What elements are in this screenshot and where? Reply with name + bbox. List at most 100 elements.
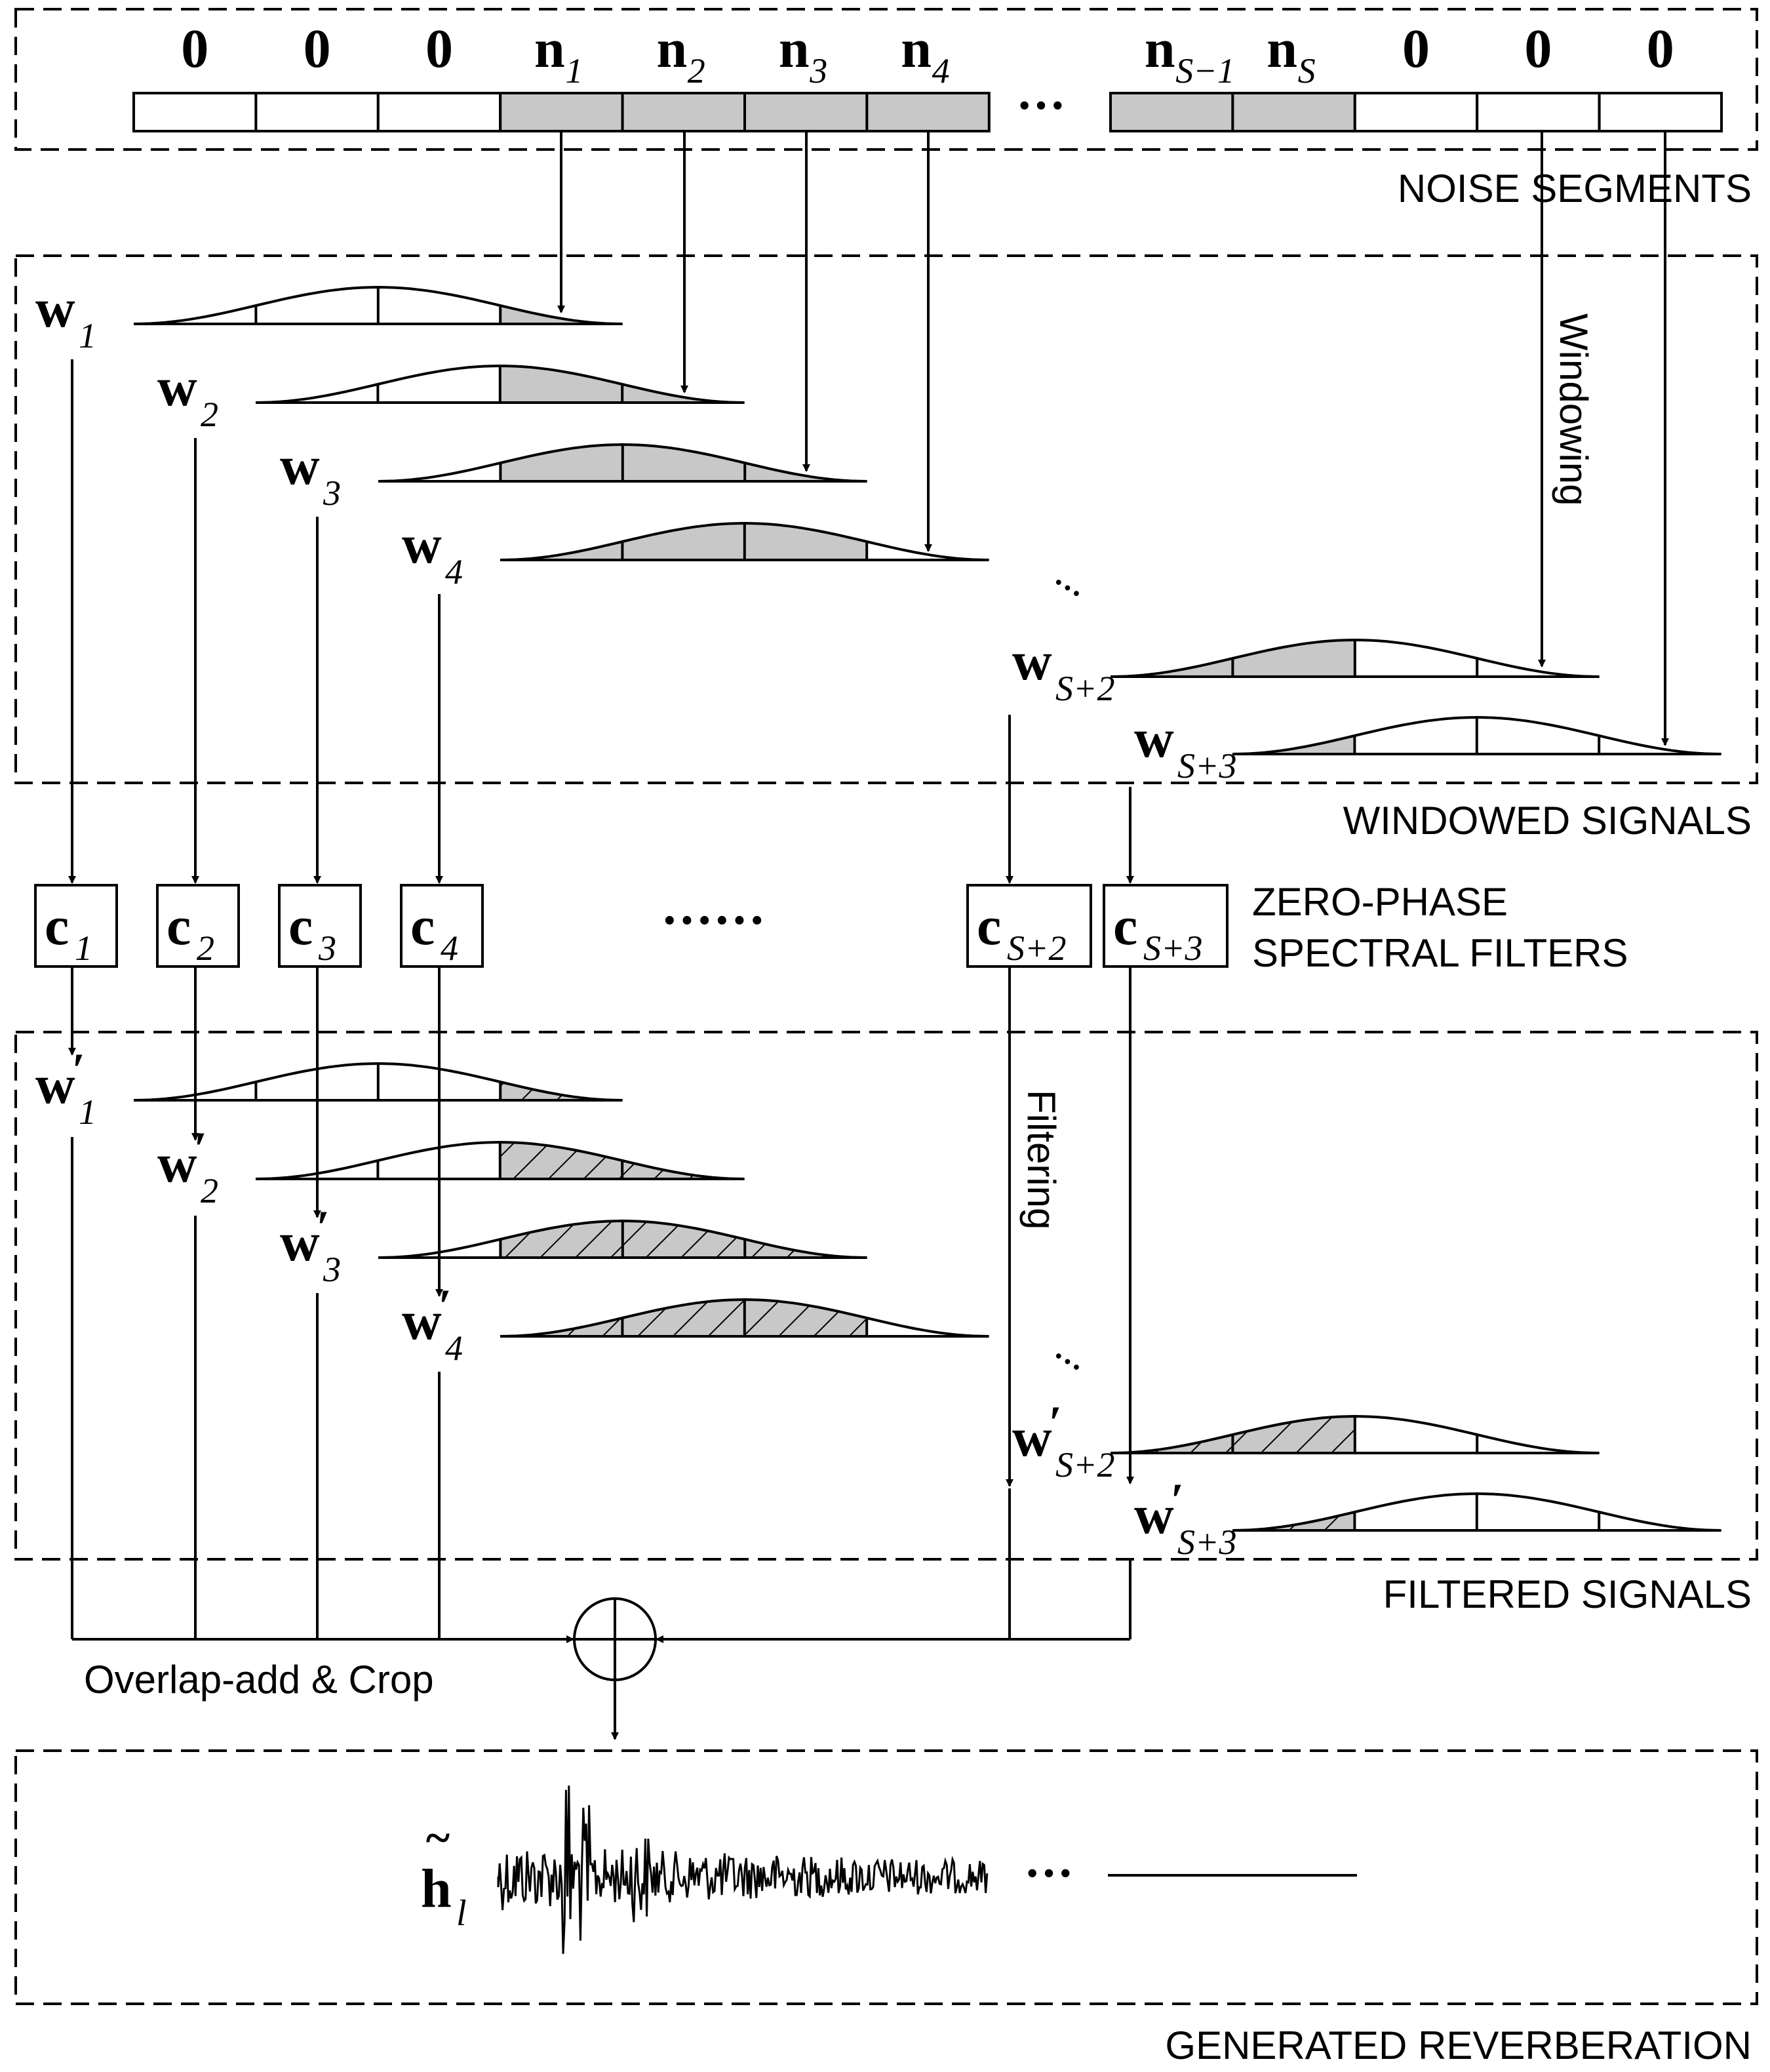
windowed-symbol: w [157,357,197,418]
windowed-subscript: 4 [445,552,463,591]
noise-cell-subscript: S−1 [1175,51,1234,90]
filtered-rows: w′1w′2w′3w′4w′S+2w′S+3 [35,1044,1721,1562]
filters-caption: ZERO-PHASE SPECTRAL FILTERS [1252,880,1628,975]
noise-cell-label: n [779,18,810,79]
filtered-symbol: w [280,1212,320,1273]
noise-cell-subscript: 1 [565,51,583,90]
filter-box-frame [400,884,484,968]
noise-cell-subscript: 3 [809,51,827,90]
filtered-symbol: w [1134,1484,1174,1545]
noise-cell-subscript: S [1298,51,1316,90]
noise-segments-caption: NOISE SEGMENTS [1398,167,1752,210]
windowed-subscript: S+2 [1055,669,1114,708]
process-labels: Windowing Filtering Overlap-add & Crop [84,313,1596,1702]
filtered-row: w′1 [35,1044,623,1132]
filter-symbol: c [45,896,69,957]
filtered-prime: ′ [72,1044,85,1096]
noise-cell-label: 0 [1647,18,1674,79]
filtered-subscript: 2 [201,1171,218,1210]
filter-box-frame [966,884,1092,968]
noise-cell-label: 0 [1402,18,1430,79]
noise-cell-label: 0 [425,18,453,79]
noise-cell-subscript: 4 [932,51,950,90]
filter-box-frame [278,884,362,968]
windowed-symbol: w [402,514,442,575]
filtered-subscript: 3 [323,1250,341,1289]
windowed-subscript: 3 [323,473,341,513]
section-frames [14,8,1758,2005]
filter-symbol: c [977,896,1001,957]
filtered-row: w′S+3 [1134,1474,1721,1562]
filtered-shaded-region [500,1082,623,1100]
noise-cell [1353,92,1479,132]
filtered-symbol: w [402,1290,442,1351]
noise-cell [743,92,869,132]
windowed-symbol: w [35,278,75,339]
filtered-row: w′4 [402,1280,989,1368]
filter-box-frame [1103,884,1229,968]
reverb-waveform [497,1785,989,1954]
filtered-symbol: w [157,1133,197,1194]
noise-cell-label: n [1145,18,1175,79]
filter-symbol: c [410,896,435,957]
noise-cell [499,92,624,132]
section-captions: NOISE SEGMENTS WINDOWED SIGNALS FILTERED… [1165,167,1752,2067]
filtered-subscript: S+2 [1055,1445,1114,1484]
filter-box-frame [156,884,240,968]
filtered-signals-caption: FILTERED SIGNALS [1383,1572,1752,1616]
filter-box-frame [34,884,118,968]
windowed-symbol: w [1134,708,1174,769]
filtered-row: w′3 [280,1201,867,1289]
windowed-symbol: w [280,435,320,496]
noise-cell [376,92,502,132]
windowing-label: Windowing [1552,313,1596,506]
filter-subscript: S+3 [1143,928,1202,968]
filtered-prime: ′ [317,1201,330,1254]
filter-subscript: 1 [75,928,92,968]
filtered-row: w′S+2 [1012,1397,1600,1484]
noise-cell [1109,92,1234,132]
filtered-row: w′2 [157,1123,745,1210]
noise-cell [254,92,380,132]
filtered-shaded-region [500,1300,867,1336]
filter-symbol: c [288,896,313,957]
noise-cell-subscript: 2 [688,51,705,90]
noise-cell-label: n [1267,18,1297,79]
windowed-subscript: S+3 [1177,746,1236,786]
filter-subscript: 4 [441,928,458,968]
noise-frame [14,8,1758,151]
generated-reverberation-caption: GENERATED REVERBERATION [1165,2023,1752,2067]
noise-cell-label: n [534,18,565,79]
filter-subscript: 3 [318,928,336,968]
windowed-symbol: w [1012,631,1052,692]
noise-cells [132,92,1723,132]
noise-cell-label: 0 [304,18,331,79]
filtered-prime: ′ [439,1280,452,1332]
noise-cell [1476,92,1601,132]
noise-cell-label: 0 [181,18,208,79]
noise-cell [132,92,258,132]
output-label: ~ h l [421,1813,467,1934]
filtered-symbol: w [35,1054,75,1115]
filtered-diagonal-ellipsis: ··· [1045,1339,1090,1385]
filtered-subscript: 1 [79,1092,96,1132]
windowed-frame [14,254,1758,784]
windowed-shaded-region [500,523,867,560]
sum-node [573,1597,657,1681]
connections [68,131,1669,1740]
windowed-signals-caption: WINDOWED SIGNALS [1343,799,1752,843]
